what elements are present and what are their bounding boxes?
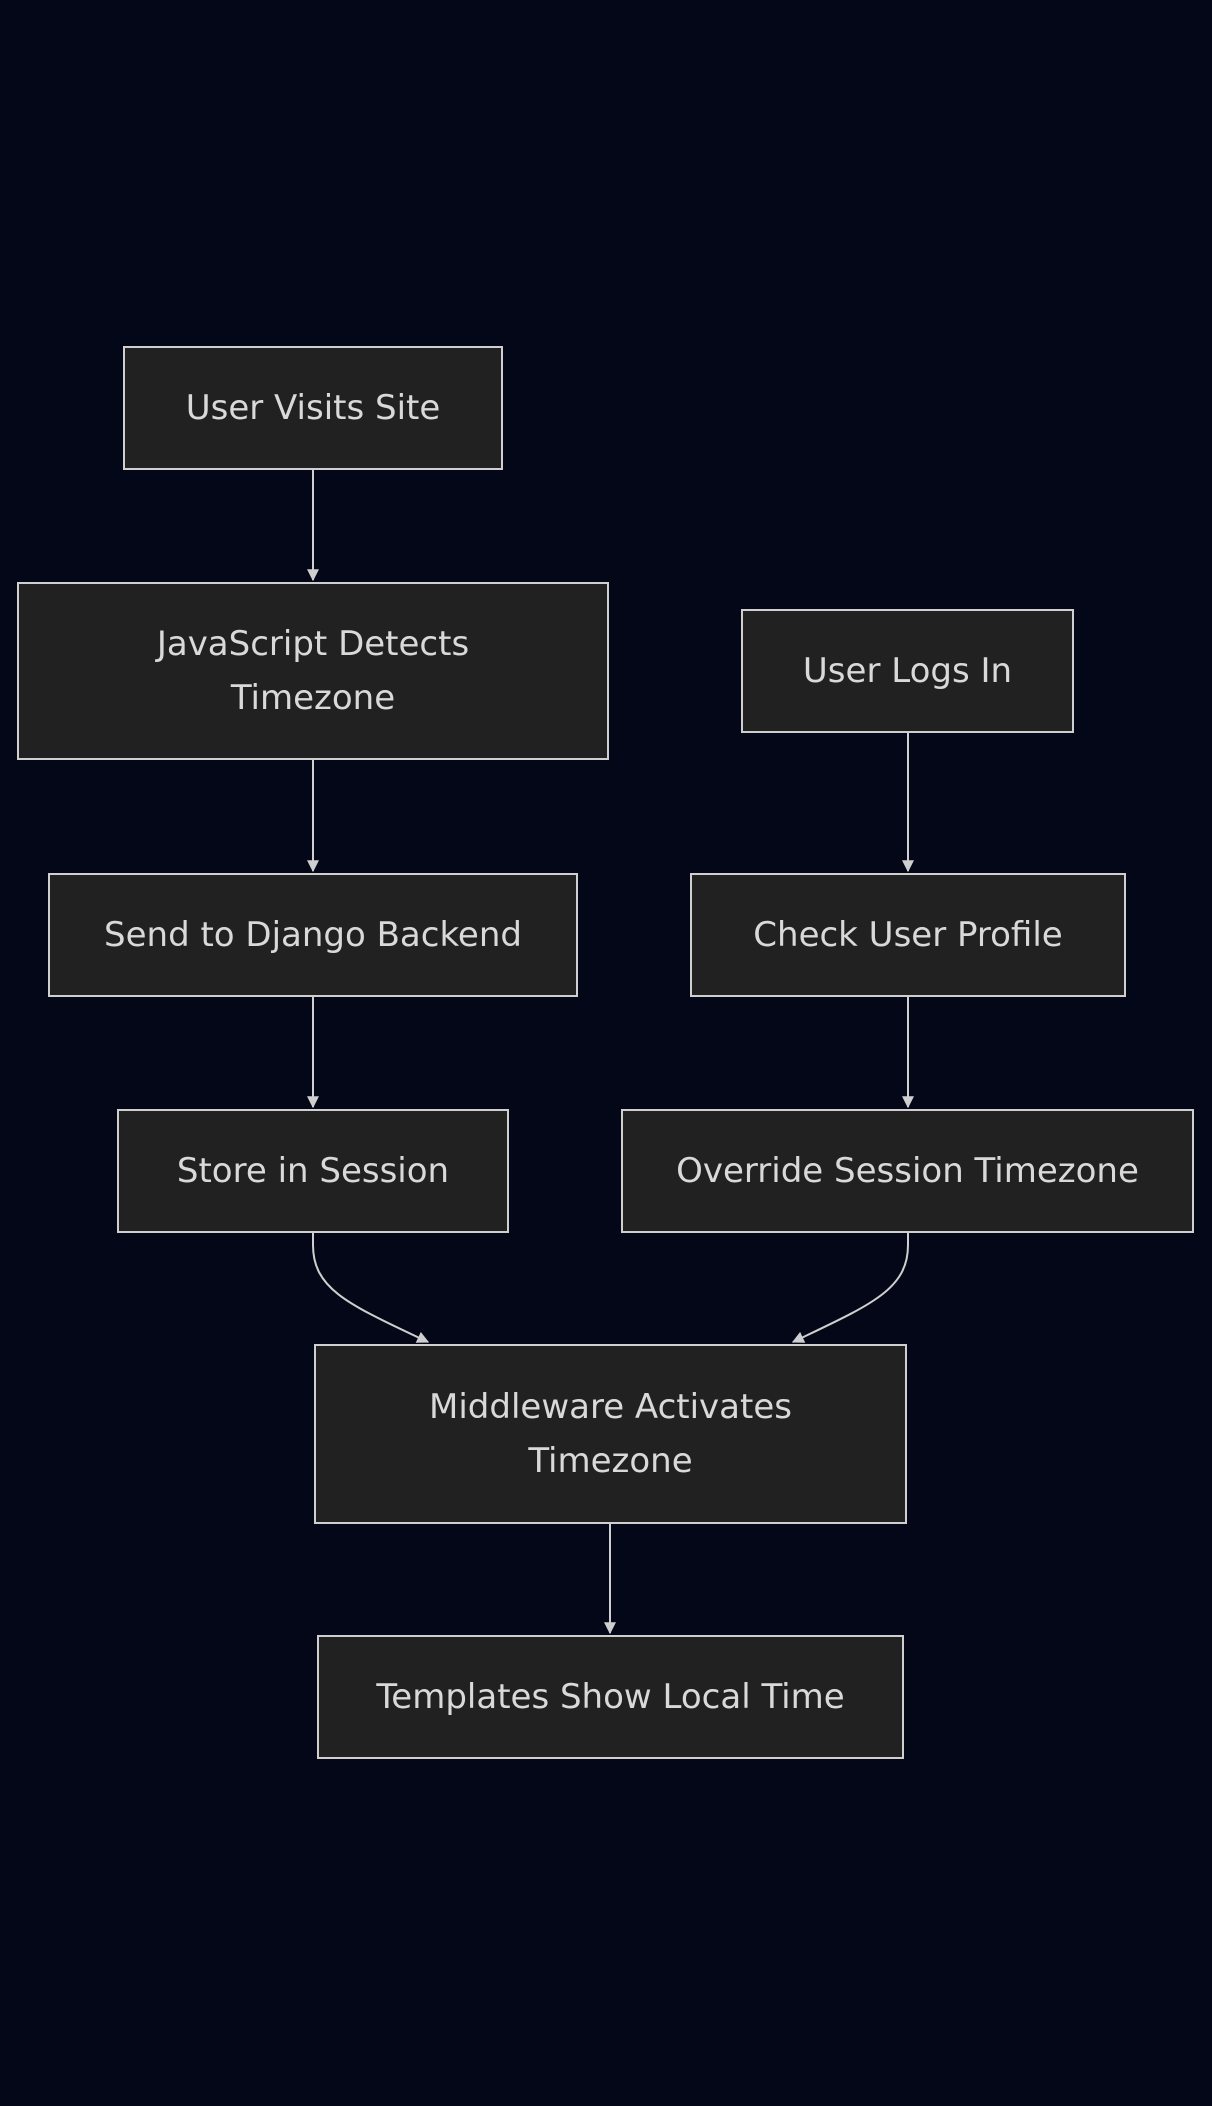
node-label: Send to Django Backend: [104, 915, 522, 955]
node-label: User Logs In: [802, 651, 1013, 691]
node-label: Store in Session: [176, 1151, 450, 1191]
node-templates-show-local-time: Templates Show Local Time: [317, 1635, 904, 1759]
node-user-logs-in: User Logs In: [741, 609, 1074, 733]
node-label: User Visits Site: [185, 388, 441, 428]
node-label: Templates Show Local Time: [376, 1677, 845, 1717]
node-label: Middleware Activates Timezone: [429, 1387, 792, 1481]
edge-store-to-middleware: [312, 1233, 430, 1343]
node-check-user-profile: Check User Profile: [690, 873, 1126, 997]
node-label: Override Session Timezone: [676, 1151, 1139, 1191]
edge-override-to-middleware: [791, 1233, 909, 1343]
node-override-session-timezone: Override Session Timezone: [621, 1109, 1194, 1233]
node-javascript-detects-timezone: JavaScript Detects Timezone: [17, 582, 609, 760]
node-send-to-django-backend: Send to Django Backend: [48, 873, 578, 997]
node-label: JavaScript Detects Timezone: [156, 624, 470, 718]
node-user-visits-site: User Visits Site: [123, 346, 503, 470]
node-label: Check User Profile: [753, 915, 1063, 955]
node-store-in-session: Store in Session: [117, 1109, 509, 1233]
node-middleware-activates-timezone: Middleware Activates Timezone: [314, 1344, 907, 1524]
